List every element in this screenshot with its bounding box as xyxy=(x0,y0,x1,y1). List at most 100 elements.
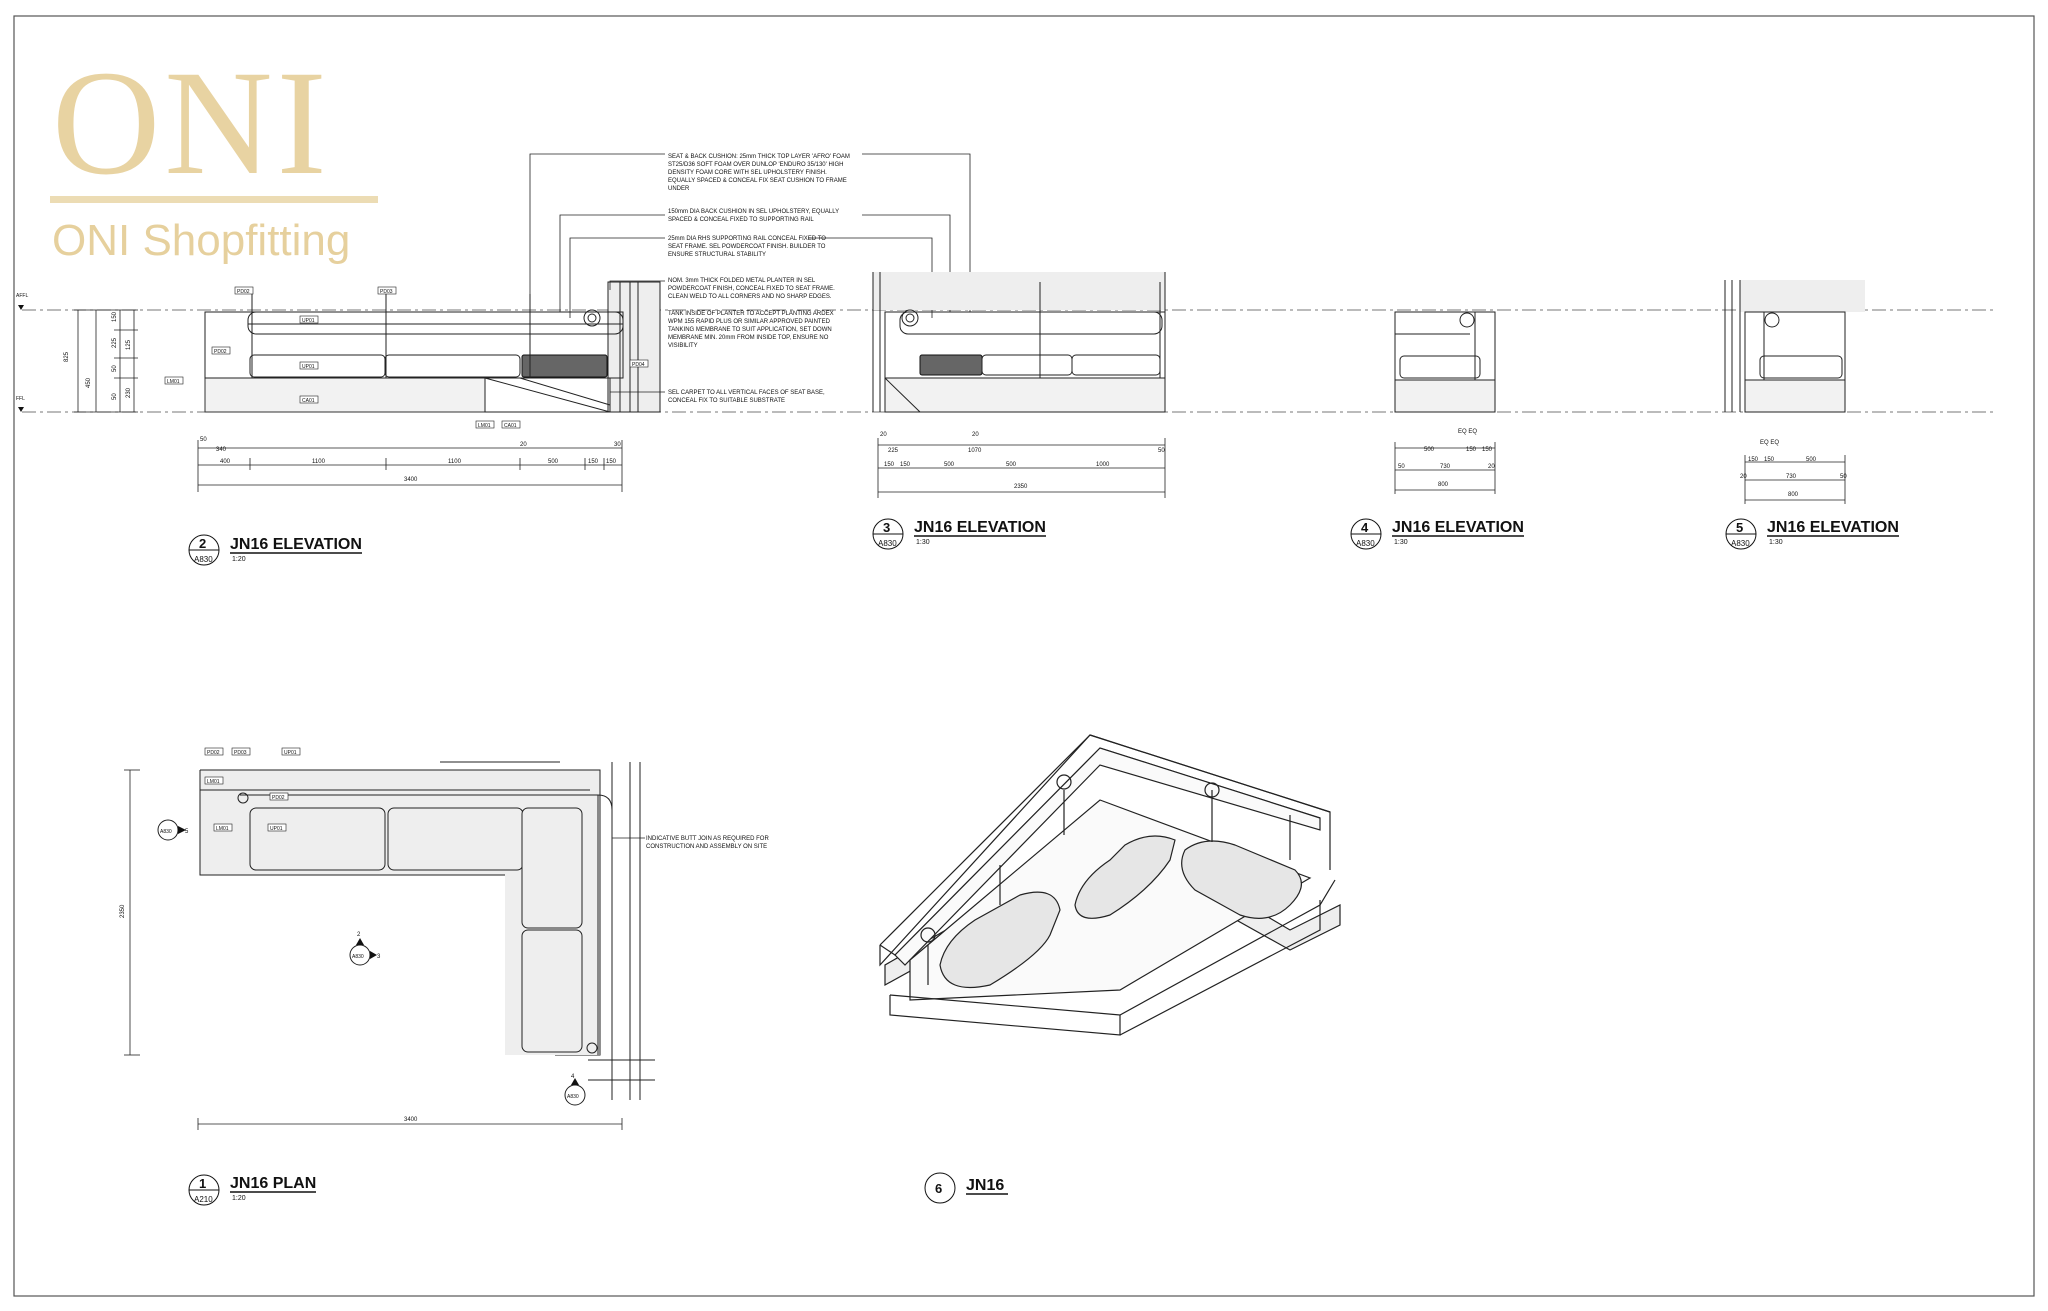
view-scale: 1:20 xyxy=(232,1195,246,1202)
tag: PD02 xyxy=(214,349,227,355)
isometric-view-6 xyxy=(879,734,1341,1036)
view-5-dim-text: EQ EQ 150 150 500 20 730 50 800 xyxy=(1740,440,1847,498)
view-number: 5 xyxy=(1736,520,1743,535)
dim: 2350 xyxy=(1014,484,1028,490)
tag: CA01 xyxy=(504,423,517,429)
dim: 800 xyxy=(1438,482,1449,488)
view-scale: 1:30 xyxy=(1394,539,1408,546)
level-label-ffl: FFL xyxy=(16,396,25,402)
dim: 150 xyxy=(606,459,617,465)
view-4-dim-text: EQ EQ 500 150 150 50 730 20 800 xyxy=(1398,429,1495,488)
tag: CA01 xyxy=(302,398,315,404)
tag: LM01 xyxy=(207,779,220,785)
dim: 225 xyxy=(888,448,899,454)
title-view-4: 4 A830 JN16 ELEVATION 1:30 xyxy=(1350,518,1524,550)
view-number: 4 xyxy=(1361,520,1369,535)
view-title: JN16 ELEVATION xyxy=(914,519,1046,536)
tag: LM01 xyxy=(216,826,229,832)
dim: 20 xyxy=(1488,464,1495,470)
plan-dim-text: 2350 3400 xyxy=(120,904,418,1123)
dim: 50 xyxy=(112,365,118,372)
annotation-notes: SEAT & BACK CUSHION: 25mm THICK TOP LAYE… xyxy=(668,154,850,404)
view-2-left-dim-text: 825 450 150 225 125 50 230 50 xyxy=(64,311,132,400)
view-title: JN16 ELEVATION xyxy=(1767,519,1899,536)
dim: 3400 xyxy=(404,477,418,483)
section-num: 5 xyxy=(185,829,189,835)
tag: PD02 xyxy=(207,750,220,756)
dim: 50 xyxy=(200,437,207,443)
view-number: 1 xyxy=(199,1176,206,1191)
section-num: 4 xyxy=(571,1074,575,1080)
dim: 150 xyxy=(112,311,118,322)
dim: 500 xyxy=(1424,447,1435,453)
tag: UP01 xyxy=(302,318,315,324)
dim: 150 xyxy=(588,459,599,465)
view-ref: A830 xyxy=(878,539,897,548)
dim: EQ EQ xyxy=(1760,440,1779,446)
dim: 50 xyxy=(112,393,118,400)
view-2-tags: PD02 PD03 UP01 UP01 CA01 LM01 PD02 LM01 … xyxy=(164,286,649,429)
dim: 730 xyxy=(1786,474,1797,480)
section-marker-c: A830 4 xyxy=(564,1074,586,1106)
dim: 20 xyxy=(972,432,979,438)
view-number: 3 xyxy=(883,520,890,535)
plan-tags: PD02 PD03 UP01 PD02 UP01 LM01 LM01 xyxy=(204,747,301,832)
title-view-6: 6 JN16 xyxy=(924,1172,1008,1204)
dim: 150 xyxy=(1748,457,1759,463)
dim: 150 xyxy=(1482,447,1493,453)
section-num: 3 xyxy=(377,954,381,960)
plan-view-1 xyxy=(124,761,655,1130)
tag: UP01 xyxy=(302,364,315,370)
dim: 450 xyxy=(86,377,92,388)
view-title: JN16 PLAN xyxy=(230,1175,316,1192)
dim: 50 xyxy=(1398,464,1405,470)
title-view-5: 5 A830 JN16 ELEVATION 1:30 xyxy=(1725,518,1899,550)
plan-note-butt-join: INDICATIVE BUTT JOIN AS REQUIRED FOR CON… xyxy=(646,836,770,850)
view-ref: A830 xyxy=(194,555,213,564)
view-title: JN16 ELEVATION xyxy=(230,536,362,553)
note-tanking: TANK INSIDE OF PLANTER TO ACCEPT PLANTIN… xyxy=(668,311,835,349)
dim: 20 xyxy=(1740,474,1747,480)
dim: EQ EQ xyxy=(1458,429,1477,435)
view-4-dimensions xyxy=(1394,442,1496,494)
dim: 50 xyxy=(1158,448,1165,454)
dim: 1100 xyxy=(448,459,462,465)
tag: PD03 xyxy=(380,289,393,295)
view-title: JN16 xyxy=(966,1177,1004,1194)
dim: 500 xyxy=(548,459,559,465)
view-ref: A210 xyxy=(194,1195,213,1204)
view-number: 6 xyxy=(935,1181,942,1196)
dim: 2350 xyxy=(120,904,126,918)
dim: 500 xyxy=(1806,457,1817,463)
title-view-1: 1 A210 JN16 PLAN 1:20 xyxy=(188,1174,316,1206)
dim: 1000 xyxy=(1096,462,1110,468)
note-planter: NOM. 3mm THICK FOLDED METAL PLANTER IN S… xyxy=(668,278,836,300)
view-2-bottom-dim-text: 50 340 20 30 400 1100 1100 500 150 150 3… xyxy=(200,437,621,483)
view-scale: 1:30 xyxy=(916,539,930,546)
tag: PD02 xyxy=(237,289,250,295)
note-supporting-rail: 25mm DIA RHS SUPPORTING RAIL CONCEAL FIX… xyxy=(668,236,828,258)
dim: 500 xyxy=(944,462,955,468)
level-label-affl: AFFL xyxy=(16,293,28,299)
elevation-view-3 xyxy=(872,272,1166,413)
dim: 1100 xyxy=(312,459,326,465)
dim: 3400 xyxy=(404,1117,418,1123)
section-ref: A830 xyxy=(160,829,172,835)
dim: 150 xyxy=(900,462,911,468)
sheet-border xyxy=(13,15,2035,1297)
plan-note: INDICATIVE BUTT JOIN AS REQUIRED FOR CON… xyxy=(646,836,770,850)
tag: LM01 xyxy=(478,423,491,429)
section-num: 2 xyxy=(357,932,361,938)
view-ref: A830 xyxy=(1356,539,1375,548)
title-view-3: 3 A830 JN16 ELEVATION 1:30 xyxy=(872,518,1046,550)
dim: 125 xyxy=(126,339,132,350)
level-markers: AFFL FFL xyxy=(16,293,28,412)
brand-logo-text: ONI Shopfitting xyxy=(52,216,351,265)
dim: 20 xyxy=(520,442,527,448)
tag: UP01 xyxy=(270,826,283,832)
elevation-view-2 xyxy=(204,281,661,413)
view-5-dimensions xyxy=(1744,455,1846,504)
elevation-view-5 xyxy=(1724,280,1865,413)
view-2-bottom-dimensions xyxy=(197,440,623,492)
